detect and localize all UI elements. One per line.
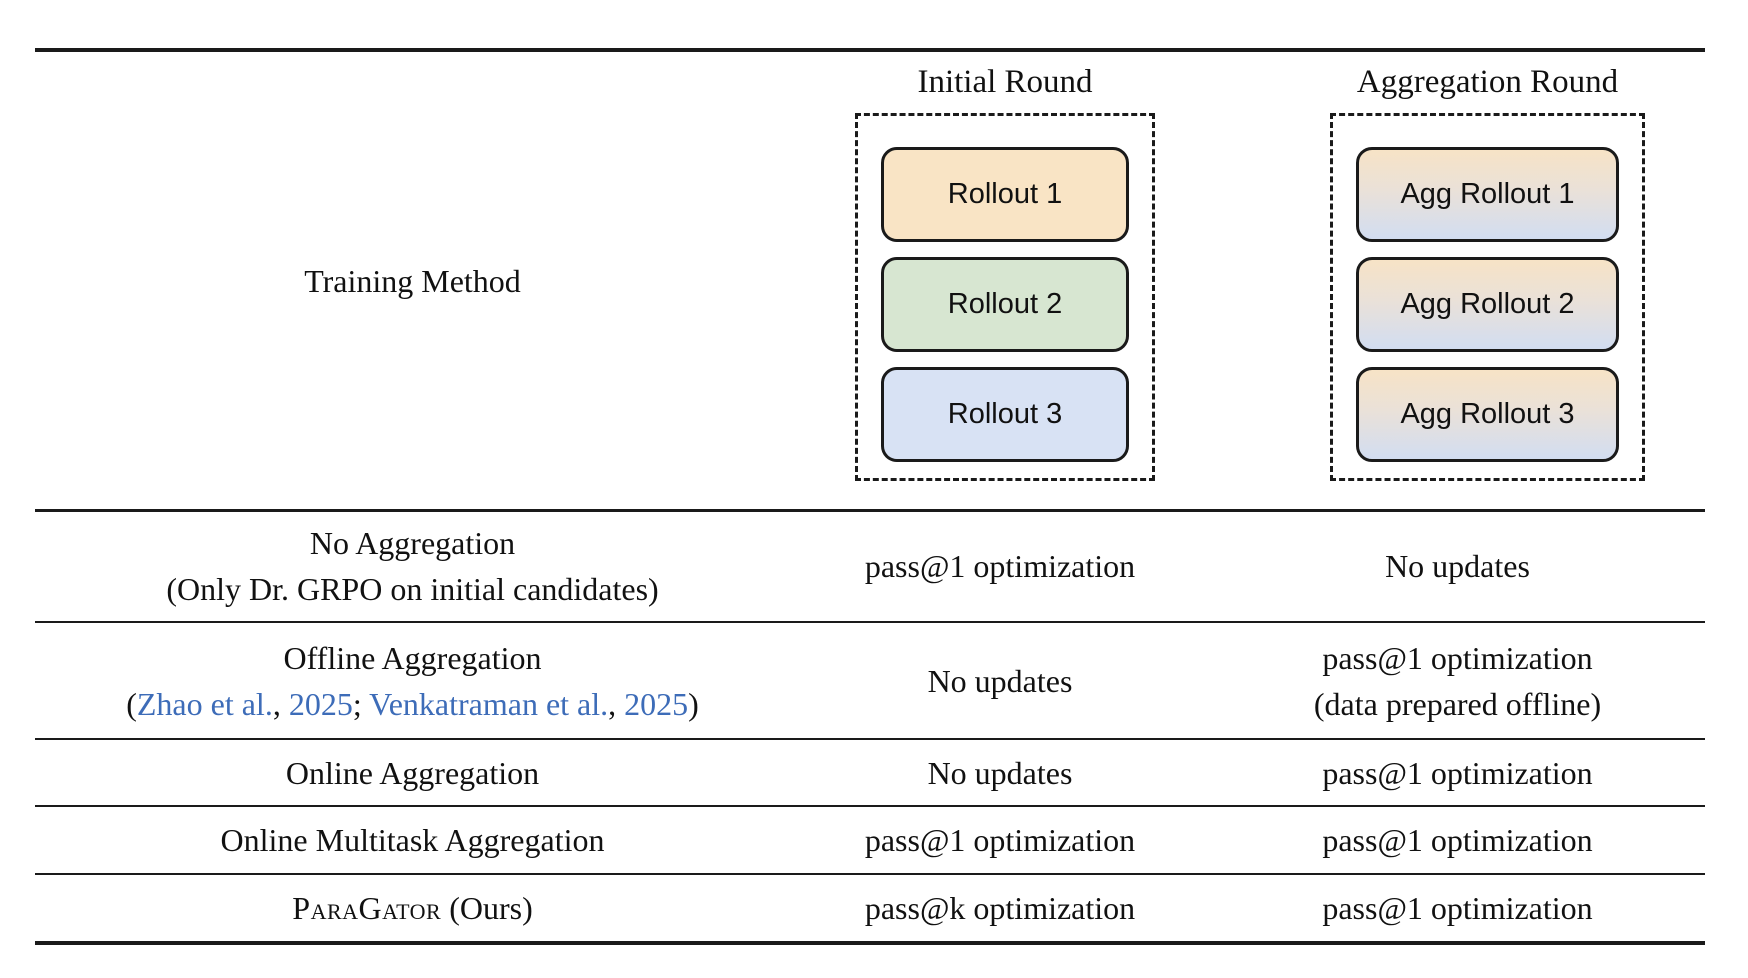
table-rule-top <box>35 48 1705 52</box>
citation-line: (Zhao et al., 2025; Venkatraman et al., … <box>126 681 699 727</box>
citation-paren-open: ( <box>126 685 137 722</box>
initial-round-cell: pass@k optimization <box>864 890 1136 926</box>
method-cell: Online Aggregation <box>285 754 540 791</box>
table-row: Offline Aggregation (Zhao et al., 2025; … <box>35 623 1705 738</box>
training-method-label: Training Method <box>304 262 521 299</box>
agg-rollout-3-box: Agg Rollout 3 <box>1356 367 1619 462</box>
column-header-aggregation-round: Aggregation Round <box>1356 63 1619 100</box>
method-name: Offline Aggregation <box>283 639 542 676</box>
table-rule-mid-4 <box>35 873 1705 875</box>
table-rule-bottom <box>35 941 1705 945</box>
aggregation-round-rollout-group: Agg Rollout 1 Agg Rollout 2 Agg Rollout … <box>1330 113 1645 481</box>
table-rule-mid-3 <box>35 805 1705 807</box>
method-note: (Only Dr. GRPO on initial candidates) <box>166 571 659 607</box>
aggregation-round-cell: pass@1 optimization <box>1322 822 1593 858</box>
initial-round-cell: pass@1 optimization <box>864 822 1136 858</box>
citation-link-zhao[interactable]: Zhao et al. <box>136 685 273 722</box>
aggregation-round-cell: pass@1 optimization <box>1322 754 1593 791</box>
table-row: No Aggregation (Only Dr. GRPO on initial… <box>35 511 1705 621</box>
initial-round-cell: No updates <box>927 662 1073 699</box>
initial-round-rollout-group: Rollout 1 Rollout 2 Rollout 3 <box>855 113 1155 481</box>
table-row: Online Aggregation No updates pass@1 opt… <box>35 740 1705 805</box>
aggregation-note: (data prepared offline) <box>1313 685 1602 722</box>
column-header-training-method: Training Method <box>35 52 790 509</box>
citation-link-zhao-year[interactable]: 2025 <box>288 685 353 722</box>
citation-link-venkatraman[interactable]: Venkatraman et al. <box>369 685 609 722</box>
table-header-band: Training Method Initial Round Aggregatio… <box>35 52 1705 509</box>
method-cell: ParaGator (Ours) <box>35 875 790 941</box>
agg-rollout-1-box: Agg Rollout 1 <box>1356 147 1619 242</box>
aggregation-round-cell: No updates <box>1385 548 1530 584</box>
initial-round-cell: No updates <box>927 754 1073 791</box>
initial-round-cell: pass@1 optimization <box>864 548 1136 584</box>
paragator-name: ParaGator <box>292 890 442 926</box>
ours-suffix: (Ours) <box>441 890 533 926</box>
rollout-3-box: Rollout 3 <box>881 367 1129 462</box>
aggregation-round-cell: pass@1 optimization <box>1322 890 1593 926</box>
aggregation-round-cell: pass@1 optimization (data prepared offli… <box>1210 623 1705 738</box>
table-rule-mid-2 <box>35 738 1705 740</box>
table-row: Online Multitask Aggregation pass@1 opti… <box>35 807 1705 873</box>
table-row: ParaGator (Ours) pass@k optimization pas… <box>35 875 1705 941</box>
table-rule-mid-1 <box>35 621 1705 623</box>
column-header-initial-round: Initial Round <box>917 63 1093 100</box>
table-rule-header <box>35 509 1705 512</box>
agg-rollout-2-box: Agg Rollout 2 <box>1356 257 1619 352</box>
rollout-1-box: Rollout 1 <box>881 147 1129 242</box>
citation-link-venkatraman-year[interactable]: 2025 <box>624 685 689 722</box>
method-cell: Offline Aggregation (Zhao et al., 2025; … <box>35 623 790 738</box>
citation-separator: ; <box>352 685 370 722</box>
method-name: No Aggregation <box>309 525 516 561</box>
citation-comma: , <box>608 685 625 722</box>
method-cell: No Aggregation (Only Dr. GRPO on initial… <box>35 511 790 621</box>
citation-comma: , <box>272 685 289 722</box>
method-name: ParaGator (Ours) <box>292 885 532 931</box>
citation-paren-close: ) <box>688 685 699 722</box>
rollout-2-box: Rollout 2 <box>881 257 1129 352</box>
aggregation-value: pass@1 optimization <box>1322 639 1593 676</box>
method-cell: Online Multitask Aggregation <box>220 822 605 858</box>
